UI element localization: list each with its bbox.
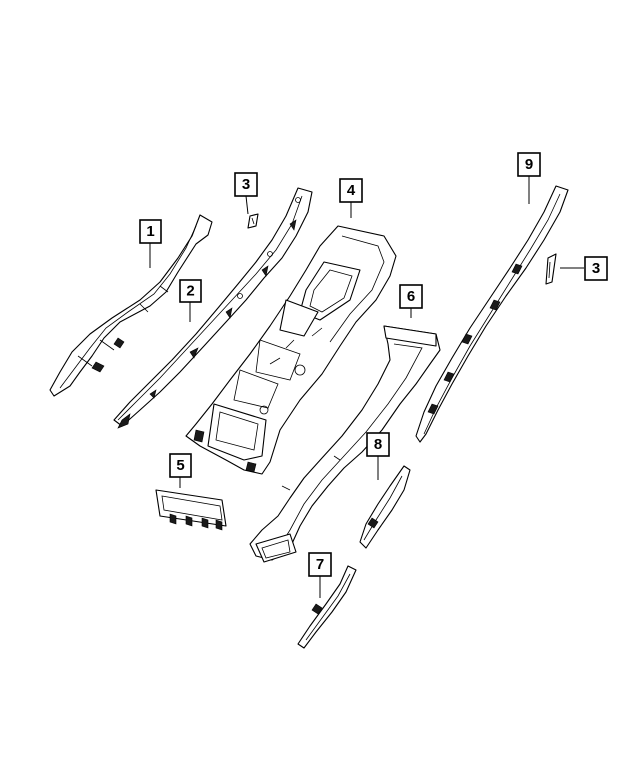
callout-6: 6 [399, 284, 423, 309]
part-3-clip-right [545, 253, 557, 285]
callout-5-label: 5 [176, 457, 184, 474]
leader-3a [245, 195, 249, 215]
callout-3-right-label: 3 [592, 260, 600, 277]
part-8-side-cover [359, 465, 411, 549]
part-6-air-duct [249, 325, 441, 563]
callout-8-label: 8 [374, 436, 382, 453]
part-3-clip-left [247, 213, 259, 229]
callout-3-left-label: 3 [242, 176, 250, 193]
part-7-lower-trim [297, 565, 357, 649]
part-5-bracket [155, 489, 227, 531]
callout-8: 8 [366, 432, 390, 457]
callout-5: 5 [169, 453, 192, 478]
callout-3-right: 3 [584, 256, 608, 281]
callout-4-label: 4 [347, 182, 356, 199]
part-9-right-trim [415, 185, 569, 443]
callout-7: 7 [308, 552, 332, 577]
part-4-console-body [185, 225, 397, 475]
callout-9: 9 [517, 152, 541, 177]
callout-4: 4 [339, 178, 363, 203]
callout-2-label: 2 [186, 283, 194, 300]
part-1-left-trim [49, 214, 213, 397]
part-2-side-rail [113, 187, 313, 429]
callout-1: 1 [139, 219, 162, 244]
callout-9-label: 9 [525, 156, 533, 173]
callout-2: 2 [179, 279, 202, 303]
callout-7-label: 7 [316, 556, 324, 573]
callout-1-label: 1 [146, 223, 154, 240]
callout-6-label: 6 [407, 288, 415, 305]
callout-3-left: 3 [234, 172, 258, 197]
